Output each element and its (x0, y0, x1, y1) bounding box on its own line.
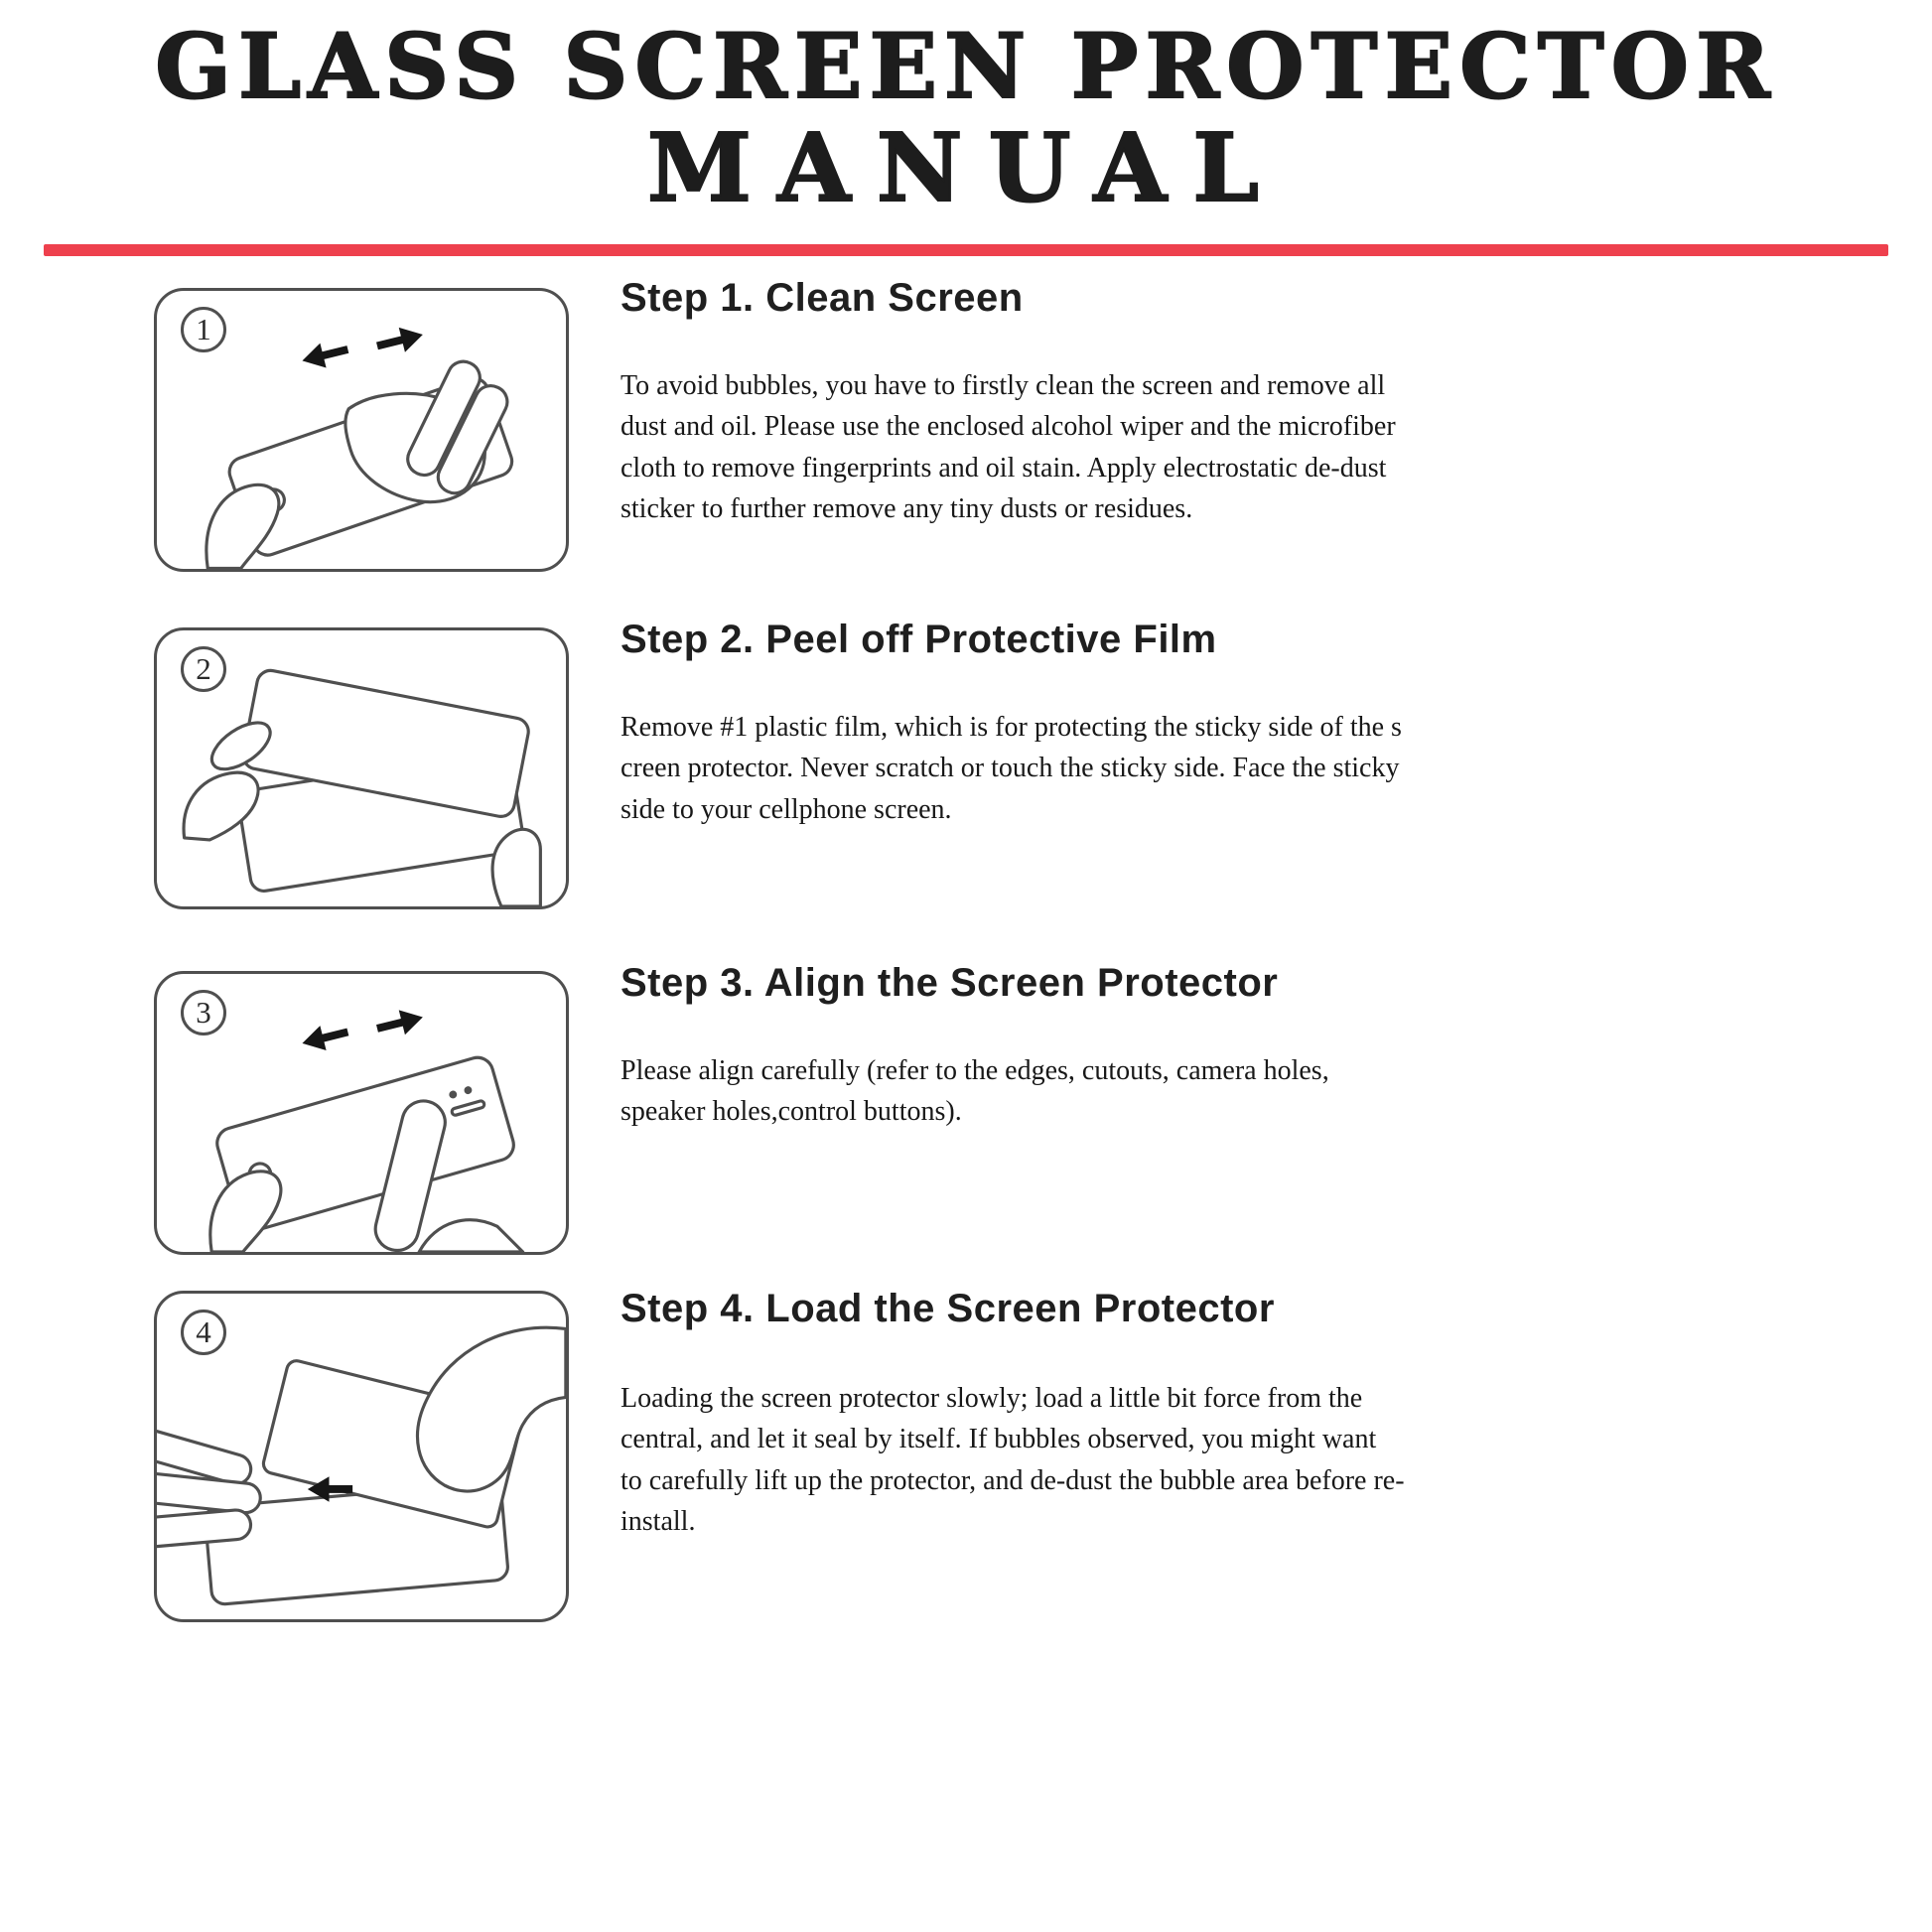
phone-outline (215, 1055, 515, 1233)
step-2-figure: 2 (154, 627, 569, 909)
step-2-number: 2 (196, 651, 211, 686)
step-3-body: Please align carefully (refer to the edg… (621, 1055, 1329, 1128)
step-1-figure: 1 (154, 288, 569, 572)
step-3-heading: Step 3. Align the Screen Protector (621, 961, 1279, 1005)
step-3-number-badge: 3 (181, 990, 226, 1035)
step-4-number-badge: 4 (181, 1310, 226, 1355)
step-4-figure: 4 (154, 1291, 569, 1622)
palm (417, 1218, 525, 1252)
camera-hole (464, 1086, 473, 1095)
motion-arrow-right-icon (376, 1010, 423, 1035)
title-block: GLASS SCREEN PROTECTOR MANUAL (0, 14, 1932, 223)
holding-thumb (208, 1170, 283, 1252)
motion-arrow-left-icon (302, 343, 349, 368)
page-title-line1: GLASS SCREEN PROTECTOR (154, 14, 1777, 119)
step-1-illustration (205, 327, 514, 569)
holding-thumb (205, 483, 281, 569)
pinching-finger (209, 721, 272, 771)
press-arrow-icon (307, 1476, 353, 1502)
step-3-illustration (208, 1010, 525, 1252)
protective-film (241, 668, 530, 818)
step-3-number: 3 (196, 995, 211, 1030)
motion-arrow-left-icon (302, 1026, 349, 1051)
left-hand-fingers (157, 1429, 262, 1549)
step-2-illustration (182, 668, 542, 906)
wiping-fingers (406, 359, 509, 495)
holding-thumb (490, 827, 542, 906)
pressing-hand (415, 1325, 566, 1493)
speaker-slot (450, 1099, 486, 1117)
step-1-number-badge: 1 (181, 307, 226, 352)
motion-arrow-right-icon (376, 327, 423, 352)
page-title-line2: MANUAL (646, 112, 1286, 223)
step-1-number: 1 (196, 312, 211, 346)
pinching-thumb (182, 770, 260, 842)
step-4-body: Loading the screen protector slowly; loa… (621, 1383, 1405, 1538)
step-4-number: 4 (196, 1314, 211, 1349)
step-4-illustration (157, 1325, 566, 1606)
step-2-body: Remove #1 plastic film, which is for pro… (621, 712, 1402, 825)
step-1-body: To avoid bubbles, you have to firstly cl… (621, 370, 1396, 525)
step-3-figure: 3 (154, 971, 569, 1255)
step-4-heading: Step 4. Load the Screen Protector (621, 1287, 1275, 1330)
step-1-heading: Step 1. Clean Screen (621, 276, 1024, 320)
camera-hole (449, 1090, 458, 1099)
step-2-heading: Step 2. Peel off Protective Film (621, 618, 1217, 661)
aligning-finger (373, 1099, 447, 1252)
step-2-number-badge: 2 (181, 646, 226, 692)
title-divider (44, 244, 1888, 256)
